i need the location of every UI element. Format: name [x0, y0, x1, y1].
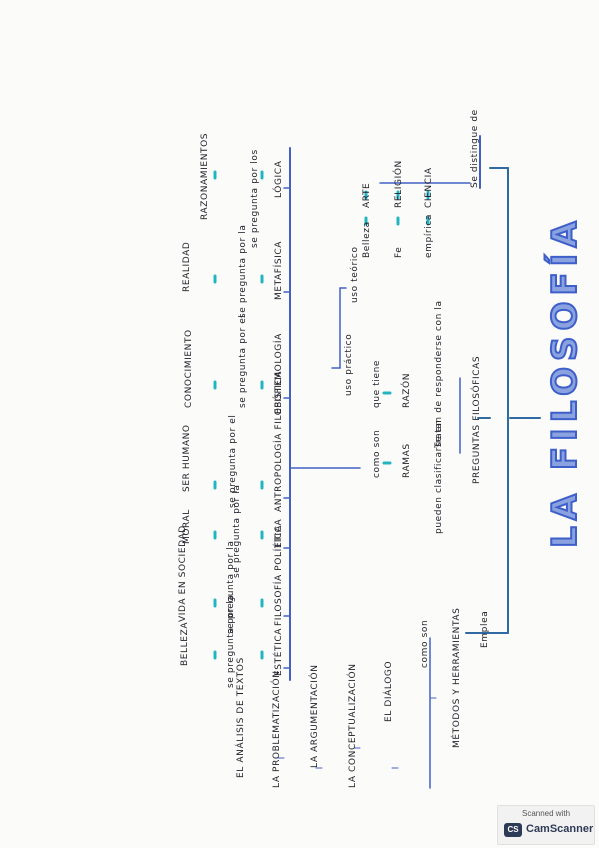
- use-practical: uso práctico: [344, 333, 354, 396]
- branch-connector-metafisica: se pregunta por la: [238, 224, 248, 318]
- branch-name-metafisica: METAFÍSICA: [274, 240, 284, 300]
- branches-label: RAMAS: [402, 443, 412, 478]
- branch-connector-estetica: se pregunta por la: [226, 594, 236, 688]
- method-item-analisis: EL ANÁLISIS DE TEXTOS: [236, 657, 246, 778]
- branch-connector-epistemologia: se pregunta por el: [238, 314, 248, 408]
- distinguish-base-belleza: Belleza: [362, 221, 372, 258]
- method-item-argumentacion: LA ARGUMENTACIÓN: [310, 664, 320, 768]
- camscanner-watermark: Scanned with CS CamScanner: [497, 805, 595, 845]
- branch-name-logica: LÓGICA: [274, 160, 284, 198]
- distinguish-item-arte: ARTE: [362, 182, 372, 208]
- distinguish-label: Se distingue de: [470, 109, 480, 188]
- reason-has: que tiene: [372, 359, 382, 408]
- branch-connector-logica: se pregunta por los: [250, 149, 260, 248]
- branch-name-estetica: ESTÉTICA: [274, 628, 284, 676]
- branches-how: como son: [372, 429, 382, 478]
- distinguish-item-ciencia: CIENCIA: [424, 167, 434, 208]
- distinguish-base-empirica: empírica: [424, 214, 434, 258]
- branch-object-metafisica: REALIDAD: [182, 241, 192, 292]
- branch-object-estetica: BELLEZA: [180, 621, 190, 666]
- distinguish-base-fe: Fe: [394, 246, 404, 258]
- distinguish-item-religion: RELIGIÓN: [394, 160, 404, 208]
- branch-name-politica: FILOSOFÍA POLÍTICA: [274, 525, 284, 626]
- questions-classify: pueden clasificarse en: [434, 419, 444, 534]
- camscanner-logo-icon: CS: [504, 823, 522, 837]
- use-theoretical: uso teórico: [350, 246, 360, 303]
- method-item-problematizacion: LA PROBLEMATIZACIÓN: [272, 670, 282, 788]
- branch-name-antropologia: ANTROPOLOGÍA FILOSÓFICA: [274, 370, 284, 512]
- branch-object-politica: VIDA EN SOCIEDAD: [178, 525, 188, 622]
- methods-how: como son: [420, 619, 430, 668]
- questions-label: PREGUNTAS FILOSÓFICAS: [472, 355, 482, 484]
- method-item-dialogo: EL DIÁLOGO: [384, 660, 394, 722]
- method-item-conceptualizacion: LA CONCEPTUALIZACIÓN: [348, 663, 358, 788]
- watermark-brand: CamScanner: [526, 823, 594, 835]
- branch-object-epistemologia: CONOCIMIENTO: [184, 329, 194, 408]
- watermark-scanned-text: Scanned with: [521, 809, 571, 818]
- methods-title: MÉTODOS Y HERRAMIENTAS: [452, 607, 462, 748]
- methods-label: Emplea: [480, 610, 490, 648]
- branch-object-logica: RAZONAMIENTOS: [200, 132, 210, 220]
- reason-label: RAZÓN: [402, 372, 412, 408]
- map-title: LA FILOSOFÍA: [544, 214, 586, 549]
- branch-object-antropologia: SER HUMANO: [182, 424, 192, 492]
